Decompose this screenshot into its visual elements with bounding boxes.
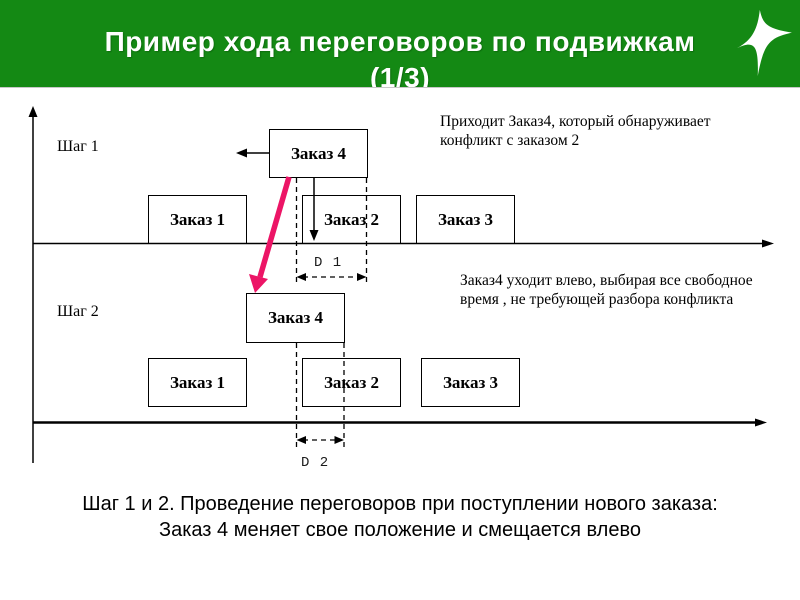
d1-extent-left-arrowhead-icon (296, 273, 306, 281)
step2-order2-box: Заказ 2 (302, 358, 401, 407)
slide-header: Пример хода переговоров по подвижкам (1/… (0, 0, 800, 88)
vertical-axis-arrowhead-icon (28, 106, 38, 117)
step1-annotation: Приходит Заказ4, который обнаруживает ко… (440, 113, 711, 149)
step2-annotation: Заказ4 уходит влево, выбирая все свободн… (460, 272, 753, 308)
step1-order1-box: Заказ 1 (148, 195, 247, 244)
step1-order4-box: Заказ 4 (269, 129, 368, 178)
slide-title-line2: (1/3) (369, 62, 431, 88)
step2-order3-box: Заказ 3 (421, 358, 520, 407)
slide-caption: Шаг 1 и 2. Проведение переговоров при по… (0, 491, 800, 543)
step1-timeline-arrowhead-icon (762, 239, 774, 248)
step1-order3-box: Заказ 3 (416, 195, 515, 244)
d1-dimension-label: D 1 (314, 255, 343, 271)
move-left-pink-arrowhead-icon (249, 274, 268, 293)
slide-title-line1: Пример хода переговоров по подвижкам (104, 26, 696, 57)
step2-label: Шаг 2 (57, 303, 99, 320)
caption-line1: Шаг 1 и 2. Проведение переговоров при по… (82, 493, 718, 515)
step1-order1-label: Заказ 1 (169, 209, 226, 229)
order4-left-arrowhead-icon (236, 148, 247, 158)
step2-order1-box: Заказ 1 (148, 358, 247, 407)
step2-timeline-arrowhead-icon (755, 418, 767, 427)
step2-order3-label: Заказ 3 (442, 372, 499, 392)
step1-order4-label: Заказ 4 (290, 143, 347, 163)
step2-order1-label: Заказ 1 (169, 372, 226, 392)
step2-order2-label: Заказ 2 (323, 372, 380, 392)
spark-star-logo-icon (737, 9, 792, 77)
step1-label: Шаг 1 (57, 138, 99, 155)
caption-line2: Заказ 4 меняет свое положение и смещаетс… (159, 519, 641, 541)
d2-dimension-label: D 2 (301, 455, 330, 471)
d1-extent-right-arrowhead-icon (357, 273, 367, 281)
d2-extent-left-arrowhead-icon (296, 436, 306, 444)
d2-extent-right-arrowhead-icon (334, 436, 344, 444)
slide-title: Пример хода переговоров по подвижкам (1/… (0, 24, 800, 88)
step1-order3-label: Заказ 3 (437, 209, 494, 229)
step2-order4-box: Заказ 4 (246, 293, 345, 343)
move-left-pink-arrow-line (257, 176, 292, 278)
step1-order2-box: Заказ 2 (302, 195, 401, 244)
step2-order4-label: Заказ 4 (267, 308, 324, 327)
step1-order2-label: Заказ 2 (323, 209, 380, 229)
spark-star-shape (737, 9, 792, 77)
